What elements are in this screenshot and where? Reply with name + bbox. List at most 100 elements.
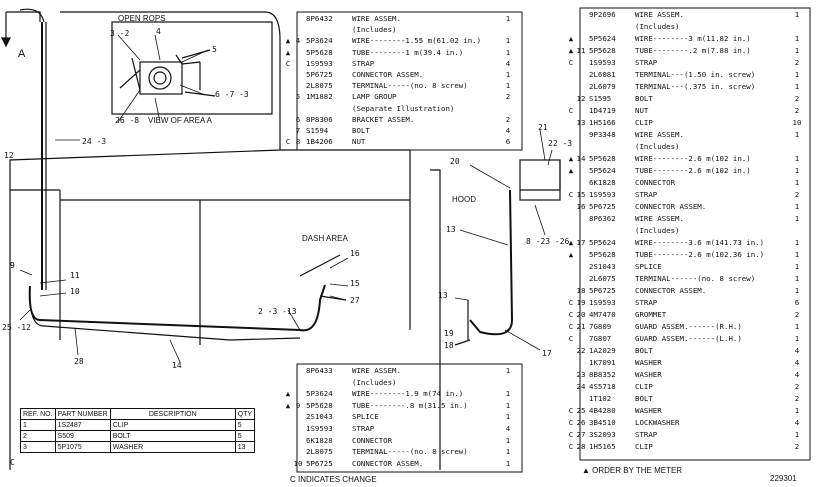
drawing-number: 229301 <box>770 474 797 483</box>
part-number: 5P6725 <box>306 458 333 468</box>
description: BOLT <box>635 346 653 355</box>
qty: 1 <box>505 36 511 46</box>
change-mark: ▲ <box>568 238 574 247</box>
description: BOLT <box>635 94 653 103</box>
callout: 16 <box>350 249 360 258</box>
description: STRAP <box>635 298 658 307</box>
callout: 24 -3 <box>82 137 107 146</box>
ref-no: 23 <box>576 370 586 379</box>
qty: 2 <box>505 114 511 124</box>
part-number: 5P5624 <box>589 34 616 43</box>
qty: 1 <box>794 250 800 259</box>
callout: 4 <box>156 27 161 36</box>
callout: 13 <box>446 225 456 234</box>
description: TERMINAL---(1.50 in. screw) <box>635 70 756 79</box>
callout: 9 <box>10 261 15 270</box>
part-number: 4B4280 <box>589 406 616 415</box>
description: TERMINAL------(no. 8 screw) <box>635 274 756 283</box>
description: GROMMET <box>635 310 667 319</box>
part-number: 2L6079 <box>589 82 616 91</box>
ref-no: 11 <box>576 46 586 55</box>
callout: 17 <box>542 349 552 358</box>
qty: 10 <box>792 118 802 127</box>
description: WASHER <box>635 406 662 415</box>
legend-header: REF. NO. <box>20 408 56 420</box>
ref-no: 4 <box>295 36 301 46</box>
description: (Includes) <box>352 377 397 387</box>
legend-row: 2 S509 BOLT 5 <box>20 430 256 442</box>
qty: 1 <box>794 238 800 247</box>
description: STRAP <box>352 424 375 433</box>
callout: 6 -7 -3 <box>215 90 249 99</box>
part-number: 8P6432 <box>306 14 333 23</box>
qty: 2 <box>794 310 800 319</box>
legend-header: QTY <box>234 408 256 420</box>
part-number: 1S2487 <box>54 419 111 431</box>
description: WIRE--------1.9 m(74 in.) <box>352 389 464 399</box>
description: SPLICE <box>352 412 379 422</box>
description: BOLT <box>635 394 653 403</box>
order-note: ▲ ORDER BY THE METER <box>582 466 683 475</box>
qty: 1 <box>505 389 511 399</box>
qty: 1 <box>794 334 800 343</box>
legend-header: DESCRIPTION <box>109 408 236 420</box>
view-of-area-label: VIEW OF AREA A <box>148 116 213 125</box>
change-mark: C <box>568 406 574 415</box>
part-number: 5P5628 <box>589 46 616 55</box>
callout: 11 <box>70 271 80 280</box>
qty: 4 <box>505 424 511 433</box>
part-number: 2L6075 <box>589 274 616 283</box>
callout: 27 <box>350 296 360 305</box>
qty: 1 <box>505 366 511 375</box>
part-number: 5P5624 <box>589 238 616 247</box>
callout: 21 <box>538 123 548 132</box>
ref-no: 5 <box>295 92 301 102</box>
qty: 4 <box>794 358 800 367</box>
qty: 1 <box>794 130 800 139</box>
qty: 2 <box>505 92 511 102</box>
legend-table: REF. NO. PART NUMBER DESCRIPTION QTY 1 1… <box>20 408 256 453</box>
legend-row: 1 1S2487 CLIP 5 <box>20 419 256 431</box>
ref-no: 12 <box>576 94 586 103</box>
part-number: 9P3348 <box>589 130 616 139</box>
part-number: 2L8075 <box>306 81 333 91</box>
qty: 1 <box>794 46 800 55</box>
change-note: C INDICATES CHANGE <box>290 475 377 484</box>
change-mark: C <box>285 137 291 147</box>
open-rops-label: OPEN ROPS <box>118 14 166 23</box>
qty: 1 <box>794 34 800 43</box>
legend-row: 3 5P1075 WASHER 13 <box>20 441 256 453</box>
part-number: S1595 <box>589 94 612 103</box>
description: SPLICE <box>635 262 662 271</box>
qty: 1 <box>794 274 800 283</box>
change-mark: C <box>568 310 574 319</box>
part-number: 5P6725 <box>306 70 333 79</box>
qty: 2 <box>794 106 800 115</box>
part-number: 1K7091 <box>589 358 616 367</box>
qty: 2 <box>794 58 800 67</box>
hood-guard <box>519 159 561 201</box>
ref-no: 17 <box>576 238 586 247</box>
change-mark: ▲ <box>568 154 574 163</box>
change-mark: C <box>568 418 574 427</box>
qty: 1 <box>505 412 511 422</box>
description: TERMINAL---(.375 in. screw) <box>635 82 756 91</box>
description: (Includes) <box>352 25 397 35</box>
change-mark: ▲ <box>568 46 574 55</box>
qty: 1 <box>794 406 800 415</box>
qty: 1 <box>794 202 800 211</box>
part-number: 5P6725 <box>589 286 616 295</box>
ref-no: 7 <box>295 126 301 135</box>
ref-no: 19 <box>576 298 586 307</box>
callout: 5 <box>212 45 217 54</box>
part-number: 5P1075 <box>54 441 111 453</box>
description: BOLT <box>352 126 370 135</box>
hood-label: HOOD <box>452 195 476 204</box>
description: (Separate Illustration) <box>352 103 455 113</box>
part-number: 1H5166 <box>589 118 616 127</box>
part-number: 1A2029 <box>589 346 616 355</box>
rops-detail <box>111 21 273 115</box>
part-number: 2S1043 <box>589 262 616 271</box>
qty: 1 <box>505 458 511 468</box>
callout: 8 -23 -26 <box>526 237 570 246</box>
